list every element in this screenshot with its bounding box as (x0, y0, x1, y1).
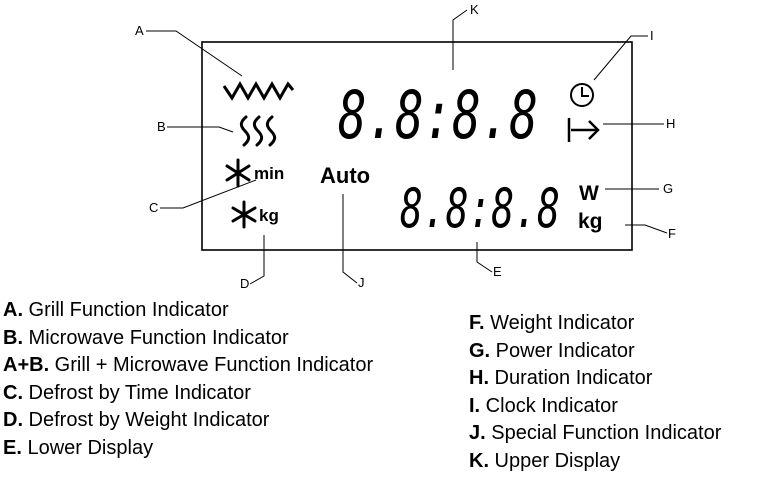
callout-h: H (666, 116, 675, 131)
callout-b: B (157, 119, 166, 134)
callout-e: E (493, 264, 502, 279)
legend-item: F. Weight Indicator (469, 312, 635, 334)
lcd-diagram: min kg Auto 8.8:8.8 8.8:8.8 W kg (135, 2, 676, 290)
legend-item: J. Special Function Indicator (469, 422, 722, 444)
callout-f: F (668, 226, 676, 241)
legend-item: I. Clock Indicator (469, 394, 618, 417)
grill-icon (222, 80, 295, 102)
callout-letters: A B C D E F G H I J K (135, 2, 676, 290)
callout-g: G (663, 181, 673, 196)
callout-i: I (650, 28, 654, 43)
snowflake-icon (225, 158, 251, 188)
legend-item: B. Microwave Function Indicator (3, 326, 289, 349)
callout-leaders (146, 9, 668, 285)
legend-right: F. Weight Indicator G. Power Indicator H… (469, 310, 721, 475)
upper-display: 8.8:8.8 (338, 77, 538, 154)
clock-icon (570, 83, 594, 107)
lower-display: 8.8:8.8 (400, 177, 560, 240)
callout-c: C (149, 200, 158, 215)
snowflake-icon (231, 200, 257, 229)
auto-indicator: Auto (320, 163, 370, 188)
legend-item: K. Upper Display (469, 449, 621, 472)
legend-item: A. Grill Function Indicator (3, 299, 229, 321)
microwave-icon (239, 115, 277, 147)
duration-icon (567, 118, 600, 142)
power-indicator: W (579, 182, 599, 205)
legend-item: C. Defrost by Time Indicator (3, 381, 251, 404)
callout-j: J (358, 275, 365, 290)
legend-item: E. Lower Display (3, 436, 154, 459)
defrost-time-label: min (254, 164, 284, 183)
legend-left: A. Grill Function Indicator B. Microwave… (3, 297, 373, 462)
legend-item: G. Power Indicator (469, 339, 635, 362)
legend-item: H. Duration Indicator (469, 367, 653, 389)
callout-d: D (240, 276, 249, 290)
legend-item: D. Defrost by Weight Indicator (3, 409, 270, 431)
weight-indicator: kg (578, 210, 603, 233)
callout-a: A (135, 23, 144, 38)
defrost-weight-label: kg (259, 206, 279, 225)
lcd-panel (201, 41, 633, 251)
legend-item: A+B. Grill + Microwave Function Indicato… (3, 354, 374, 376)
callout-k: K (470, 2, 479, 17)
